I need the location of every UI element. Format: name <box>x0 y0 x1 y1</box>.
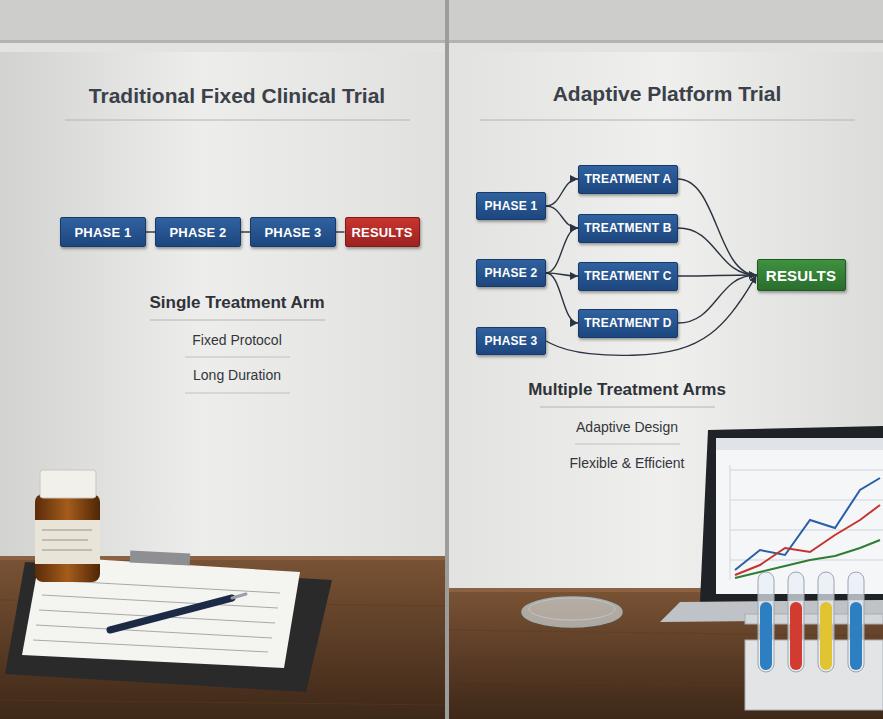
box-label: TREATMENT C <box>584 269 671 283</box>
label-slot: Multiple Treatment Arms <box>528 380 726 400</box>
label-slot: Adaptive Design <box>576 418 678 436</box>
label-slot: Adaptive Platform Trial <box>553 82 782 106</box>
box-label: TREATMENT B <box>584 221 671 235</box>
treatment-box: TREATMENT A <box>578 165 678 194</box>
results-box: RESULTS <box>345 217 420 247</box>
panel-heading: Adaptive Platform Trial <box>553 82 782 106</box>
connector-arrow <box>146 231 155 232</box>
label-slot: Single Treatment Arm <box>149 293 324 313</box>
phase-box: PHASE 2 <box>155 217 241 247</box>
connector-arrow <box>678 275 757 276</box>
box-label: PHASE 2 <box>485 266 538 280</box>
box-label: RESULTS <box>351 225 412 240</box>
panel-heading: Traditional Fixed Clinical Trial <box>89 84 385 108</box>
label-slot: Flexible & Efficient <box>570 454 685 472</box>
label-slot: Traditional Fixed Clinical Trial <box>89 84 385 108</box>
box-label: PHASE 1 <box>485 199 538 213</box>
treatment-box: TREATMENT D <box>578 309 678 338</box>
subheading: Single Treatment Arm <box>149 293 324 313</box>
feature-text: Flexible & Efficient <box>570 455 685 471</box>
feature-text: Adaptive Design <box>576 419 678 435</box>
connector-arrow <box>546 206 578 228</box>
phase-box: PHASE 2 <box>476 259 546 287</box>
connector-arrow <box>546 179 578 206</box>
connector-arrow <box>336 231 345 232</box>
treatment-box: TREATMENT C <box>578 262 678 291</box>
phase-box: PHASE 3 <box>476 327 546 355</box>
connector-arrow <box>678 228 757 275</box>
subheading: Multiple Treatment Arms <box>528 380 726 400</box>
results-box: RESULTS <box>757 259 846 291</box>
box-label: TREATMENT D <box>584 316 671 330</box>
connector-arrow <box>546 273 578 323</box>
feature-text: Fixed Protocol <box>192 332 281 348</box>
feature-text: Long Duration <box>193 367 281 383</box>
box-label: PHASE 3 <box>485 334 538 348</box>
connector-arrow <box>678 275 757 323</box>
connector-arrow <box>241 231 250 232</box>
phase-box: PHASE 3 <box>250 217 336 247</box>
box-label: TREATMENT A <box>585 172 672 186</box>
phase-box: PHASE 1 <box>476 192 546 220</box>
connector-arrow <box>546 228 578 273</box>
box-label: PHASE 2 <box>169 225 226 240</box>
box-label: PHASE 1 <box>74 225 131 240</box>
treatment-box: TREATMENT B <box>578 214 678 243</box>
phase-box: PHASE 1 <box>60 217 146 247</box>
box-label: PHASE 3 <box>264 225 321 240</box>
box-label: RESULTS <box>766 267 836 284</box>
connector-arrow <box>678 179 757 275</box>
label-slot: Fixed Protocol <box>192 331 281 349</box>
label-slot: Long Duration <box>193 366 281 384</box>
